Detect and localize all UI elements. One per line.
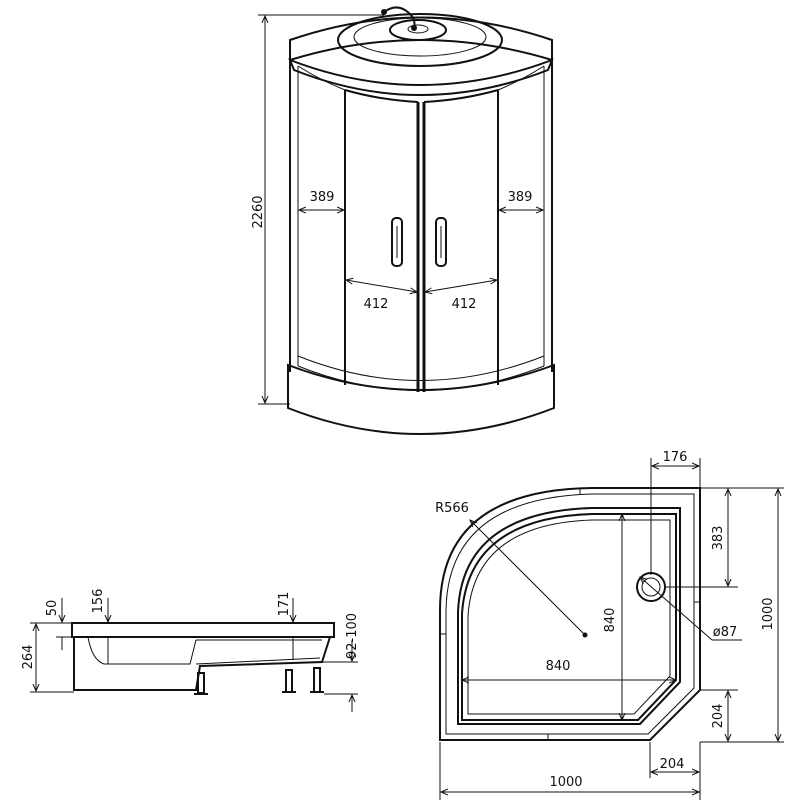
- cabin-tray: [287, 363, 555, 435]
- rim-height-dim: 50: [45, 598, 72, 650]
- total-height-dim: 264: [21, 622, 74, 693]
- depth-b-label: 171: [277, 592, 292, 617]
- side-width-left-label: 389: [310, 190, 335, 205]
- tray-outline: [439, 487, 701, 741]
- drain-diameter-label: ø87: [713, 625, 738, 640]
- drain-offset-y-dim: 383: [665, 489, 738, 588]
- door-width-left-label: 412: [364, 297, 389, 312]
- drain-diameter-dim: ø87: [640, 577, 742, 641]
- front-view: 2260 389 389 412 412: [251, 6, 555, 435]
- drain-offset-x-label: 176: [663, 450, 688, 465]
- height-dimension: 2260: [251, 14, 384, 405]
- height-label: 2260: [251, 195, 266, 228]
- drain-offset-x-dim: 176: [650, 450, 701, 575]
- radius-dim: R566: [435, 501, 585, 635]
- depth-a-label: 156: [91, 589, 106, 614]
- radius-label: R566: [435, 501, 469, 516]
- corner-y-label: 204: [711, 704, 726, 729]
- tray-profile: [71, 622, 335, 695]
- corner-x-label: 204: [660, 757, 685, 772]
- plan-view: R566 840 840 1000 1000: [435, 450, 784, 800]
- rim-height-label: 50: [45, 600, 60, 617]
- side-width-dims: 389 389: [299, 190, 543, 210]
- side-view: 264 50 156 171 92-100: [21, 589, 360, 712]
- corner-x-dim: 204: [649, 742, 699, 778]
- side-width-right-label: 389: [508, 190, 533, 205]
- door-width-right-label: 412: [452, 297, 477, 312]
- total-width-dim: 1000: [439, 742, 701, 800]
- inner-depth-dim: 840: [603, 514, 622, 720]
- door-width-dims: 412 412: [346, 280, 497, 312]
- cabin-walls: [289, 60, 553, 392]
- total-depth-dim: 1000: [700, 487, 784, 743]
- cabin-top-cap: [288, 6, 554, 96]
- corner-y-dim: 204: [700, 689, 738, 741]
- depth-b-dim: 171: [277, 592, 293, 660]
- leg-adjust-label: 92-100: [345, 613, 360, 659]
- door-handles: [391, 217, 447, 267]
- total-width-label: 1000: [549, 775, 582, 790]
- total-height-label: 264: [21, 645, 36, 670]
- drain: [582, 572, 666, 638]
- inner-width-dim: 840: [462, 659, 676, 680]
- leg-adjust-dim: 92-100: [322, 613, 360, 712]
- depth-a-dim: 156: [91, 589, 108, 664]
- drain-offset-y-label: 383: [711, 526, 726, 551]
- inner-width-label: 840: [546, 659, 571, 674]
- inner-depth-label: 840: [603, 608, 618, 633]
- total-depth-label: 1000: [761, 597, 776, 630]
